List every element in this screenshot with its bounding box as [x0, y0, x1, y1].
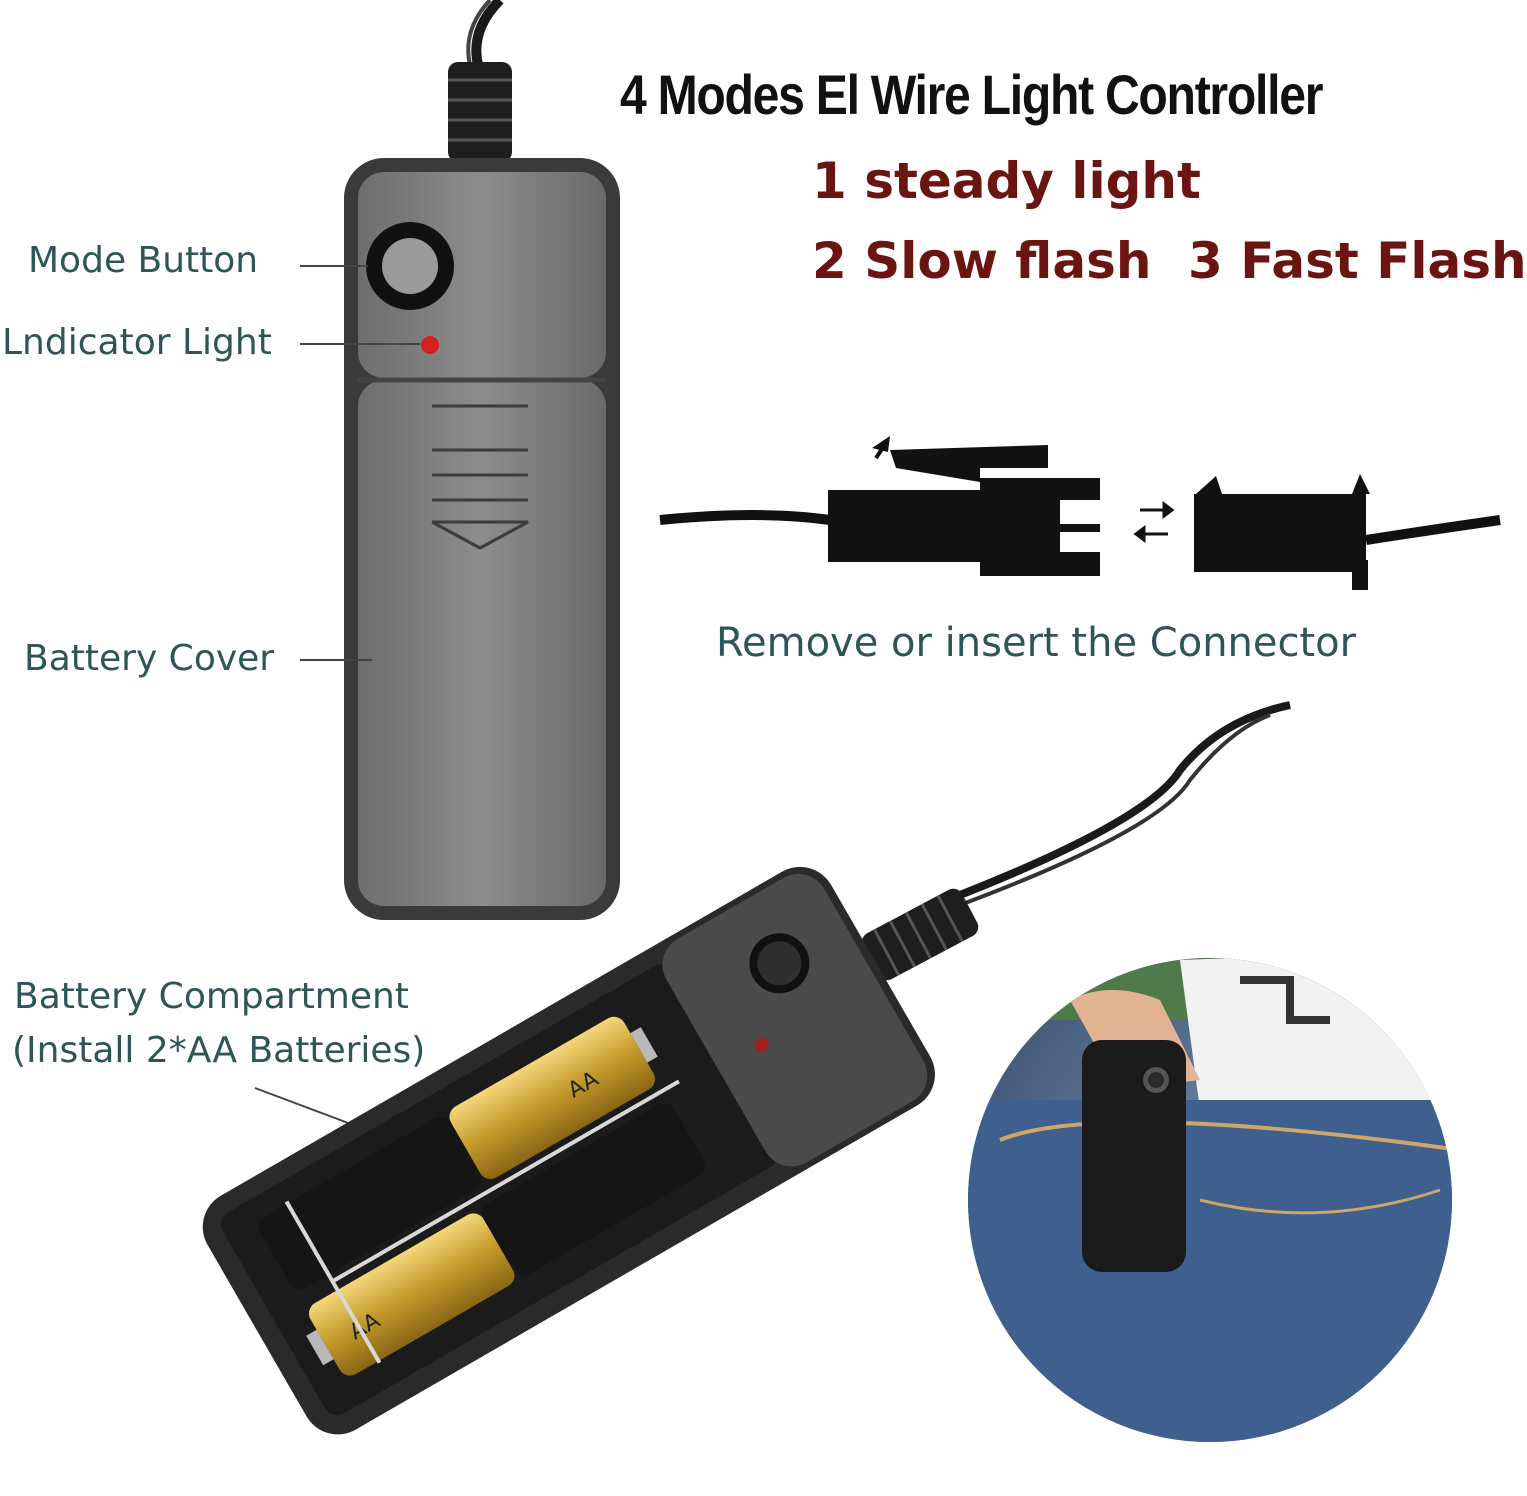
battery-compartment-label: Battery Compartment [14, 976, 409, 1017]
battery-install-note: (Install 2*AA Batteries) [12, 1030, 426, 1071]
battery-cover-grip [431, 404, 529, 550]
connector-diagram [659, 436, 1501, 590]
indicator-light-icon [421, 336, 439, 354]
page-title: 4 Modes El Wire Light Controller [620, 63, 1323, 126]
mode-fast-flash: 3 Fast Flash [1188, 232, 1527, 290]
connector-caption: Remove or insert the Connector [716, 620, 1357, 666]
insert-arrows-icon [1133, 501, 1175, 543]
lifestyle-photo [968, 958, 1452, 1442]
aa-battery-icon: AA [258, 1016, 658, 1290]
battery-cover-label: Battery Cover [24, 638, 275, 679]
mode-button-label: Mode Button [28, 240, 259, 281]
indicator-light-label: Lndicator Light [2, 322, 272, 363]
controller-open: AA AA [202, 866, 935, 1435]
mode-steady-light: 1 steady light [812, 152, 1201, 210]
compartment-indicator-icon [754, 1038, 769, 1052]
mode-slow-flash: 2 Slow flash [812, 232, 1152, 290]
compartment-button-icon [749, 933, 810, 994]
controller-cable-bottom [861, 701, 1291, 981]
controller-cable-top [448, 0, 512, 162]
mode-button-icon [366, 222, 454, 310]
